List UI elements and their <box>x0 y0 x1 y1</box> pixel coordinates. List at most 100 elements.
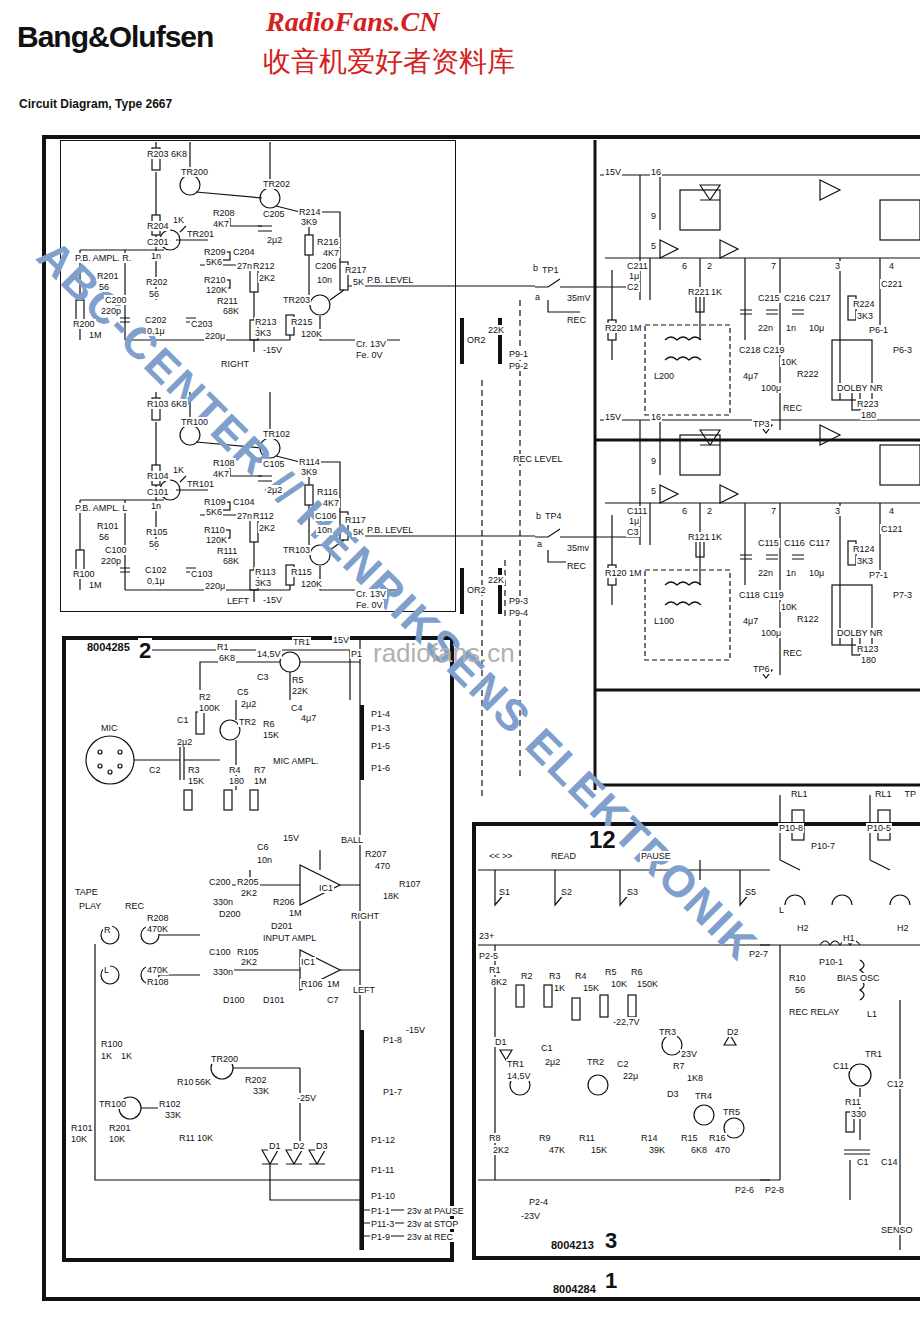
label-holder: P9-2 <box>508 362 529 371</box>
part-label: R5 <box>291 675 305 685</box>
label-holder: 3K9 <box>300 468 318 477</box>
part-label: P7-1 <box>868 570 889 580</box>
part-label: R1 <box>216 642 230 652</box>
part-label: 470K <box>146 965 169 975</box>
label-holder: P1-3 <box>370 724 391 733</box>
label-holder: R11 <box>844 1098 862 1107</box>
label-holder: R201 <box>96 272 120 281</box>
part-label: BALL <box>340 835 364 845</box>
part-label: 120K <box>300 579 323 589</box>
part-label: OR2 <box>466 585 487 595</box>
label-holder: TR2 <box>586 1058 605 1067</box>
label-holder: D3 <box>315 1142 329 1151</box>
label-holder: 15V <box>282 834 300 843</box>
part-label: C100 <box>104 545 128 555</box>
label-holder: D201 <box>270 922 294 931</box>
part-label: R104 <box>146 471 170 481</box>
part-label: 470 <box>714 1145 731 1155</box>
label-holder: P7-3 <box>892 591 913 600</box>
label-holder: P.B. LEVEL <box>366 526 414 535</box>
label-holder: 2 <box>706 262 713 271</box>
part-label: 6 <box>681 506 688 516</box>
part-label: R6 <box>630 967 644 977</box>
label-holder: TR103 <box>282 546 311 555</box>
part-label: R11 <box>178 1133 196 1143</box>
label-holder: 2μ2 <box>544 1058 561 1067</box>
label-holder: 2μ2 <box>266 236 283 245</box>
label-holder: READ <box>550 852 577 861</box>
label-holder: 22n <box>757 324 774 333</box>
part-label: 100μ <box>760 628 782 638</box>
part-label: 35mV <box>566 293 592 303</box>
label-holder: D1 <box>494 1038 508 1047</box>
part-label: 22K <box>487 325 505 335</box>
part-label: 15K <box>262 730 280 740</box>
part-label: 1M <box>88 580 103 590</box>
label-holder: 56 <box>794 986 806 995</box>
label-holder: REC LEVEL <box>512 455 564 464</box>
part-label: C117 <box>808 538 831 548</box>
part-label: 3 <box>834 261 841 271</box>
part-label: R202 <box>145 277 169 287</box>
part-label: R8 <box>488 1133 502 1143</box>
label-holder: TR5 <box>722 1108 741 1117</box>
label-holder: 2μ2 <box>176 738 193 747</box>
label-holder: 0,1μ <box>146 327 166 336</box>
part-label: R223 <box>856 399 880 409</box>
label-holder: R213 <box>254 318 278 327</box>
label-holder: TR100 <box>98 1100 127 1109</box>
label-holder: 22K <box>487 576 505 585</box>
label-holder: INPUT AMPL <box>262 934 317 943</box>
part-label: 14,5V <box>256 649 282 659</box>
label-holder: TR100 <box>180 418 209 427</box>
board-label: 12 <box>588 826 617 853</box>
part-label: C217 <box>808 293 832 303</box>
part-label: P7-3 <box>892 590 913 600</box>
board-label-holder: 8004285 <box>86 642 131 653</box>
part-label: 1n <box>150 501 162 511</box>
label-holder: R201 <box>108 1124 132 1133</box>
label-holder: R212 <box>252 262 276 271</box>
label-holder: 1M <box>253 777 268 786</box>
label-holder: 9 <box>650 212 657 221</box>
part-label: H2 <box>796 923 810 933</box>
label-holder: C211 <box>626 262 649 271</box>
label-holder: R109 <box>203 498 227 507</box>
part-label: R14 <box>640 1133 659 1143</box>
part-label: TP6 <box>752 664 771 674</box>
part-label: D1 <box>494 1037 508 1047</box>
part-label: R207 <box>364 849 388 859</box>
label-holder: 5K <box>352 278 365 287</box>
part-label: P1-3 <box>370 723 391 733</box>
label-holder: R220 <box>604 324 628 333</box>
part-label: C7 <box>326 995 340 1005</box>
label-holder: R8 <box>488 1134 502 1143</box>
label-holder: R11 <box>578 1134 596 1143</box>
label-holder: R103 <box>146 400 170 409</box>
label-holder: D2 <box>726 1028 740 1037</box>
label-holder: DOLBY NR <box>836 629 884 638</box>
label-holder: 2K2 <box>240 958 258 967</box>
label-holder: S5 <box>744 888 757 897</box>
label-holder: R211 <box>216 297 239 306</box>
label-holder: C200 <box>208 878 232 887</box>
part-label: 220p <box>100 556 122 566</box>
part-label: R3 <box>187 765 201 775</box>
label-holder: P1-7 <box>382 1088 403 1097</box>
part-label: REC RELAY <box>788 1007 840 1017</box>
part-label: R3 <box>548 971 562 981</box>
part-label: P2-8 <box>764 1185 785 1195</box>
label-holder: P1-8 <box>382 1036 403 1045</box>
part-label: P1-12 <box>370 1135 396 1145</box>
part-label: 2μ2 <box>544 1057 561 1067</box>
part-label: -15V <box>262 595 283 605</box>
label-holder: R108 <box>146 978 170 987</box>
label-holder: R205 <box>236 878 260 887</box>
label-holder: 120K <box>300 580 323 589</box>
label-holder: C3 <box>626 528 640 537</box>
label-holder: R106 <box>300 980 324 989</box>
part-label: 23v at PAUSE <box>406 1206 465 1216</box>
label-holder: R <box>103 926 112 935</box>
label-holder: 1K <box>172 466 185 475</box>
part-label: 120K <box>300 329 323 339</box>
